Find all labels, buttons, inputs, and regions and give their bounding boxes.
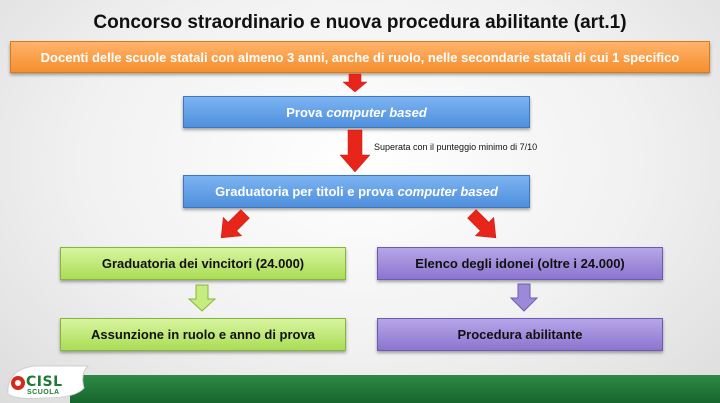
eligible-text: Elenco degli idonei (oltre i 24.000)	[415, 256, 625, 271]
hiring-box: Assunzione in ruolo e anno di prova	[60, 318, 346, 351]
arrow-down-icon	[342, 73, 368, 93]
footer-bar	[70, 375, 720, 403]
ranking-italic-text: computer based	[397, 184, 498, 199]
exam-italic-text: computer based	[326, 104, 427, 120]
winners-box: Graduatoria dei vincitori (24.000)	[60, 247, 346, 280]
logo-subtitle: SCUOLA	[27, 389, 60, 396]
arrow-down-icon	[339, 129, 371, 173]
requirements-text: Docenti delle scuole statali con almeno …	[40, 49, 680, 65]
requirements-box: Docenti delle scuole statali con almeno …	[10, 41, 710, 73]
cisl-logo-icon	[7, 365, 90, 399]
arrow-down-right-icon	[467, 209, 497, 239]
passing-score-note: Superata con il punteggio minimo di 7/10	[374, 142, 538, 152]
eligible-box: Elenco degli idonei (oltre i 24.000)	[377, 247, 663, 280]
winners-text: Graduatoria dei vincitori (24.000)	[101, 256, 305, 271]
logo-name: CISL	[26, 374, 63, 390]
arrow-down-left-icon	[220, 209, 250, 239]
ranking-text: Graduatoria per titoli e prova	[215, 184, 394, 199]
arrow-down-icon	[509, 283, 539, 312]
arrow-down-icon	[187, 284, 217, 312]
procedure-text: Procedura abilitante	[457, 327, 583, 342]
procedure-box: Procedura abilitante	[377, 318, 663, 351]
page-title: Concorso straordinario e nuova procedura…	[93, 12, 627, 33]
hiring-text: Assunzione in ruolo e anno di prova	[91, 327, 315, 342]
exam-text: Prova	[286, 104, 323, 120]
